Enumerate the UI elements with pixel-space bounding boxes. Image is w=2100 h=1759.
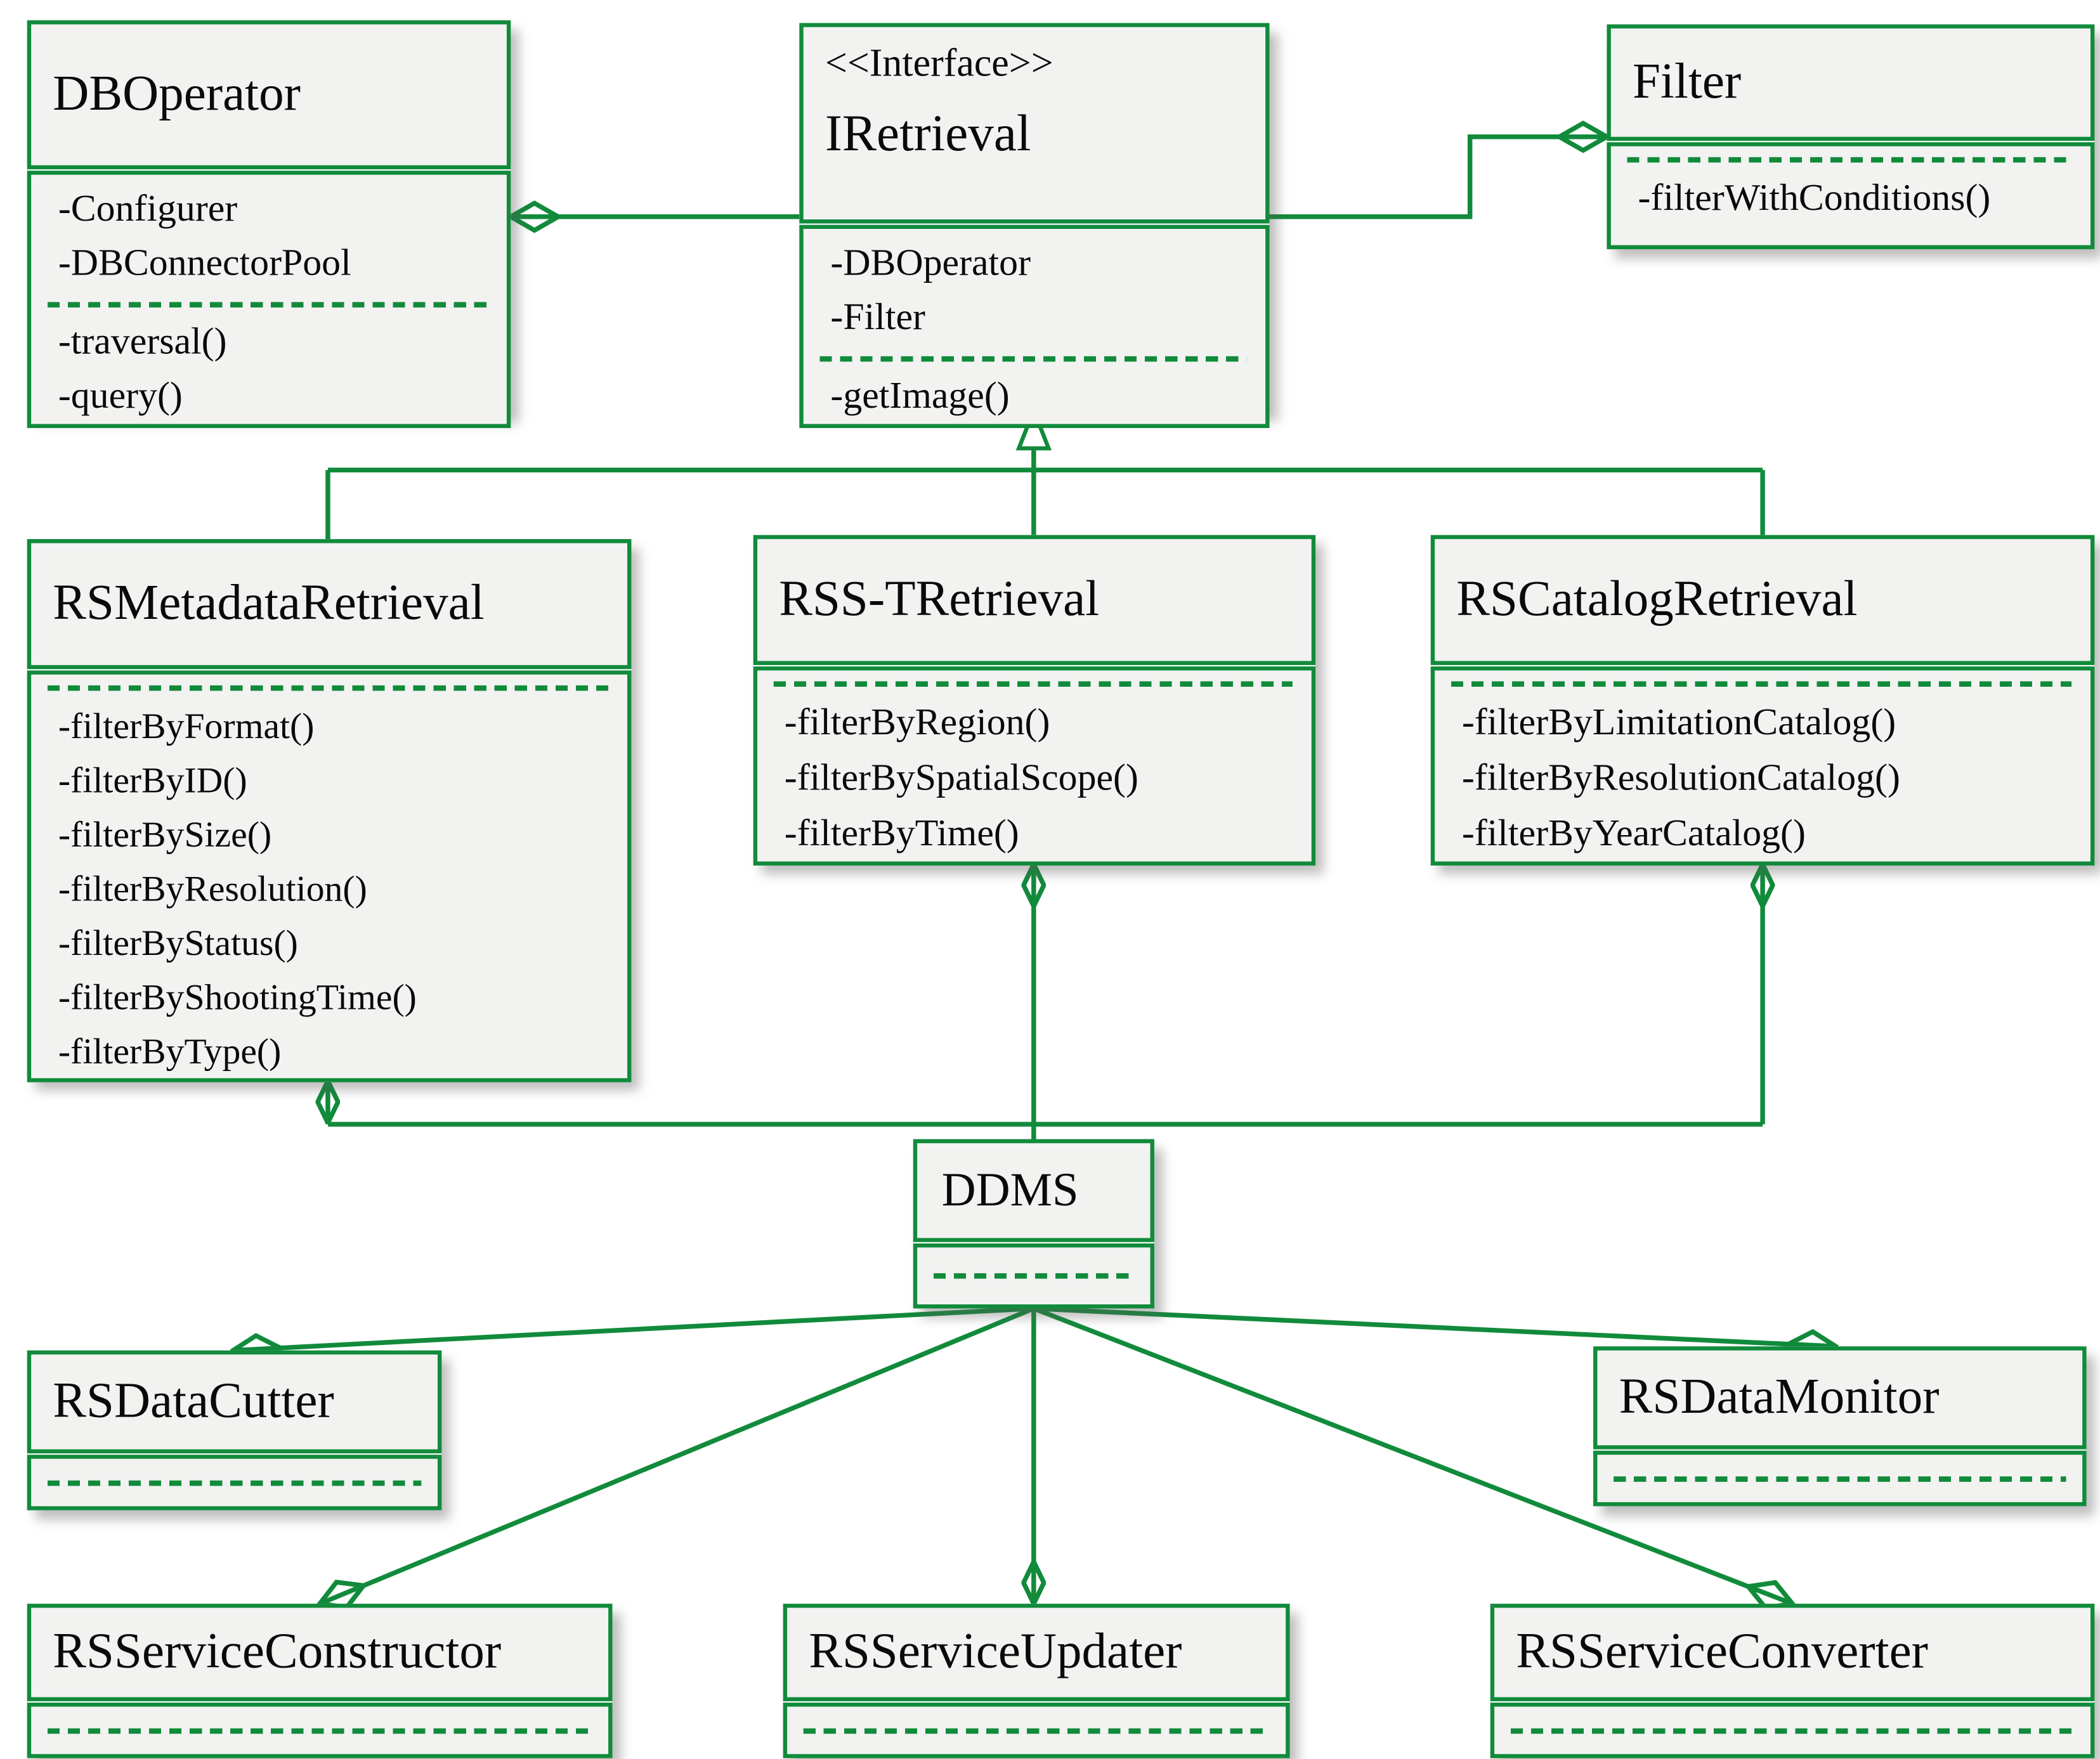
member-line: -filterByResolution()	[58, 868, 367, 909]
class-title-section: Filter	[1607, 24, 2095, 141]
class-name: Filter	[1633, 53, 1742, 110]
section-divider-dashed	[773, 681, 1293, 687]
class-rsserviceconstructor: RSServiceConstructor	[27, 1604, 613, 1758]
section-divider-dashed	[933, 1273, 1134, 1279]
member-line: -filterByType()	[58, 1030, 282, 1072]
member-line: -filterWithConditions()	[1638, 177, 1991, 220]
class-name: RSS-TRetrieval	[779, 571, 1100, 627]
section-divider-dashed	[1627, 157, 2072, 163]
class-rsserviceconverter: RSServiceConverter	[1490, 1604, 2095, 1758]
class-title-section: RSMetadataRetrieval	[27, 539, 632, 670]
class-members-section	[913, 1243, 1154, 1309]
member-line: -filterByFormat()	[58, 705, 315, 746]
class-rscatalogretrieval: RSCatalogRetrieval -filterByLimitationCa…	[1430, 535, 2095, 866]
member-line: -DBOperator	[830, 242, 1031, 285]
class-name: RSDataMonitor	[1619, 1368, 1940, 1425]
attributes-list: -Configurer -DBConnectorPool	[31, 175, 507, 292]
class-title-section: RSDataCutter	[27, 1350, 442, 1454]
class-title-section: RSS-TRetrieval	[753, 535, 1316, 665]
member-line: -filterByResolutionCatalog()	[1461, 757, 1900, 800]
class-rsserviceupdater: RSServiceUpdater	[783, 1604, 1290, 1758]
class-title-section: RSCatalogRetrieval	[1430, 535, 2095, 665]
member-line: -DBConnectorPool	[58, 242, 351, 285]
member-line: -Configurer	[58, 188, 238, 231]
class-name: RSServiceConverter	[1516, 1623, 1929, 1679]
class-ddms: DDMS	[913, 1139, 1154, 1309]
class-filter: Filter -filterWithConditions()	[1607, 24, 2095, 250]
member-line: -getImage()	[830, 375, 1010, 417]
member-line: -traversal()	[58, 321, 227, 363]
section-divider-dashed	[47, 1727, 592, 1734]
methods-list: -filterByLimitationCatalog() -filterByRes…	[1435, 695, 2090, 862]
class-stereotype: <<Interface>>	[825, 42, 1053, 86]
class-name: RSServiceUpdater	[809, 1623, 1182, 1679]
methods-list: -traversal() -query()	[31, 316, 507, 424]
member-line: -filterByYearCatalog()	[1461, 812, 1806, 855]
realization-branch	[325, 405, 1765, 540]
composition-iretrieval-filter	[1269, 137, 1607, 219]
class-rsstretrieval: RSS-TRetrieval -filterByRegion()-filterB…	[753, 535, 1316, 866]
class-name: RSMetadataRetrieval	[53, 574, 485, 631]
methods-list: -getImage()	[804, 370, 1265, 424]
class-name: IRetrieval	[825, 105, 1031, 163]
class-name: RSDataCutter	[53, 1373, 334, 1429]
member-line: -filterByRegion()	[784, 701, 1050, 744]
member-line: -filterBySpatialScope()	[784, 757, 1138, 800]
member-line: -filterByTime()	[784, 812, 1019, 855]
class-members-section: -filterByRegion() -filterBySpatialScope()…	[753, 666, 1316, 866]
class-name: DBOperator	[53, 65, 301, 122]
class-members-section: -Configurer -DBConnectorPool -traversal()…	[27, 171, 511, 429]
class-title-section: DDMS	[913, 1139, 1154, 1242]
class-members-section: -DBOperator -Filter -getImage()	[799, 224, 1270, 429]
class-members-section: -filterByLimitationCatalog() -filterByRes…	[1430, 666, 2095, 866]
class-title-section: RSServiceConverter	[1490, 1604, 2095, 1701]
realization-triangle-icon	[1015, 405, 1052, 451]
composition-ddms-services	[233, 1306, 1836, 1604]
section-divider-dashed	[47, 302, 488, 308]
class-name: DDMS	[941, 1163, 1079, 1216]
section-divider-dashed	[819, 356, 1247, 362]
methods-list: -filterWithConditions()	[1611, 171, 2090, 226]
member-line: -filterByShootingTime()	[58, 977, 417, 1018]
class-members-section	[27, 1455, 442, 1510]
member-line: -Filter	[830, 296, 925, 339]
class-members-section	[1593, 1450, 2087, 1507]
class-rsmetadataretrieval: RSMetadataRetrieval -filterByFormat()-fi…	[27, 539, 632, 1082]
class-title-section: DBOperator	[27, 20, 511, 170]
class-name: RSCatalogRetrieval	[1456, 571, 1858, 627]
member-line: -query()	[58, 375, 183, 417]
section-divider-dashed	[1614, 1476, 2066, 1481]
class-dboperator: DBOperator -Configurer -DBConnectorPool -…	[27, 20, 511, 429]
member-line: -filterBySize()	[58, 814, 272, 855]
class-rsdatamonitor: RSDataMonitor	[1593, 1346, 2087, 1507]
class-title-section: <<Interface>> IRetrieval	[799, 23, 1270, 224]
class-members-section	[27, 1703, 613, 1758]
methods-list: -filterByFormat() -filterByID() -filterByS…	[31, 699, 627, 1078]
class-title-section: RSServiceConstructor	[27, 1604, 613, 1701]
class-members-section: -filterWithConditions()	[1607, 142, 2095, 250]
class-iretrieval: <<Interface>> IRetrieval -DBOperator -Fil…	[799, 23, 1270, 429]
class-rsdatacutter: RSDataCutter	[27, 1350, 442, 1510]
member-line: -filterByID()	[58, 760, 247, 801]
section-divider-dashed	[1510, 1727, 2075, 1734]
methods-list: -filterByRegion() -filterBySpatialScope()…	[757, 695, 1312, 862]
attributes-list: -DBOperator -Filter	[804, 229, 1265, 346]
class-members-section	[1490, 1703, 2095, 1758]
class-name: RSServiceConstructor	[53, 1623, 502, 1679]
section-divider-dashed	[803, 1727, 1270, 1734]
section-divider-dashed	[47, 685, 609, 691]
section-divider-dashed	[1451, 681, 2072, 687]
composition-ddms-retrievals	[328, 864, 1763, 1139]
member-line: -filterByLimitationCatalog()	[1461, 701, 1896, 744]
class-title-section: RSDataMonitor	[1593, 1346, 2087, 1450]
class-members-section	[783, 1703, 1290, 1758]
class-members-section: -filterByFormat() -filterByID() -filterByS…	[27, 670, 632, 1082]
section-divider-dashed	[47, 1479, 422, 1486]
member-line: -filterByStatus()	[58, 922, 298, 963]
class-title-section: RSServiceUpdater	[783, 1604, 1290, 1701]
